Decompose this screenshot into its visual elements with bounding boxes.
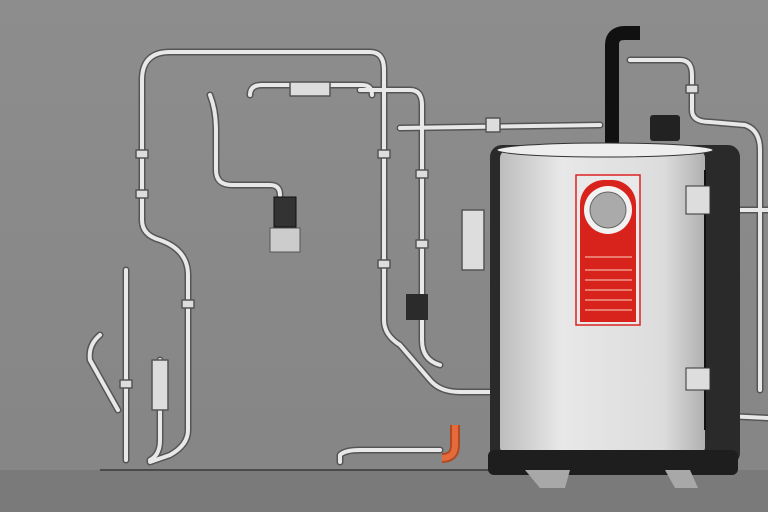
- wall-valve: [269, 196, 428, 320]
- flue-pipe: [605, 26, 680, 145]
- floor: [0, 470, 768, 512]
- pipe-network: [86, 48, 768, 466]
- tank-label-panel: [575, 174, 641, 326]
